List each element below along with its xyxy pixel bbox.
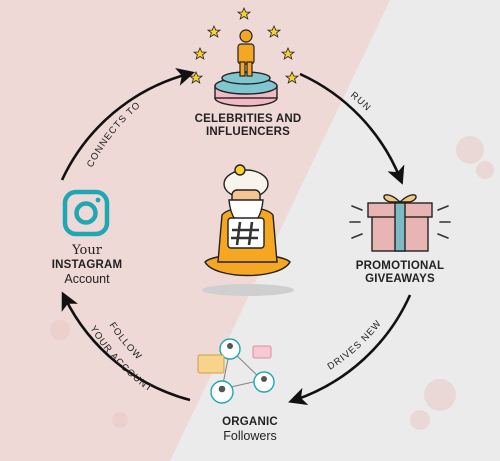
instagram-icon [62,189,110,237]
node-celebrities-label: CELEBRITIES AND INFLUENCERS [178,113,318,139]
guru-icon [204,164,291,277]
node-giveaways-label: PROMOTIONAL GIVEAWAYS [345,260,455,286]
pedestal-icon [214,71,278,107]
node-account-label: Your INSTAGRAM Account [40,243,134,287]
instagram-dot [95,197,101,203]
celebrity-figure-icon [237,29,255,77]
node-followers-line1: ORGANIC [222,416,278,428]
node-account-line1: Your [72,243,102,258]
arrow-run [299,72,405,185]
sparkle-lines [349,205,451,239]
node-giveaways-line1: PROMOTIONAL [355,260,445,272]
gift-icon [367,194,433,252]
arrow-drives-new [288,294,412,406]
node-followers-line2: Followers [223,429,277,444]
node-account-line2: INSTAGRAM [51,258,123,271]
node-account-line3: Account [64,272,110,287]
node-celebrities-line2: INFLUENCERS [206,126,290,139]
arrow-connects-to [60,68,196,181]
node-celebrities-line1: CELEBRITIES AND [194,113,302,125]
chat-bubble-icon [197,354,225,374]
guru-shadow [202,284,294,296]
star-icons [189,7,299,84]
node-followers-label: ORGANIC Followers [195,416,305,444]
arrow-follow [61,291,191,402]
message-card-icon [252,345,272,359]
node-giveaways-line2: GIVEAWAYS [365,273,435,286]
